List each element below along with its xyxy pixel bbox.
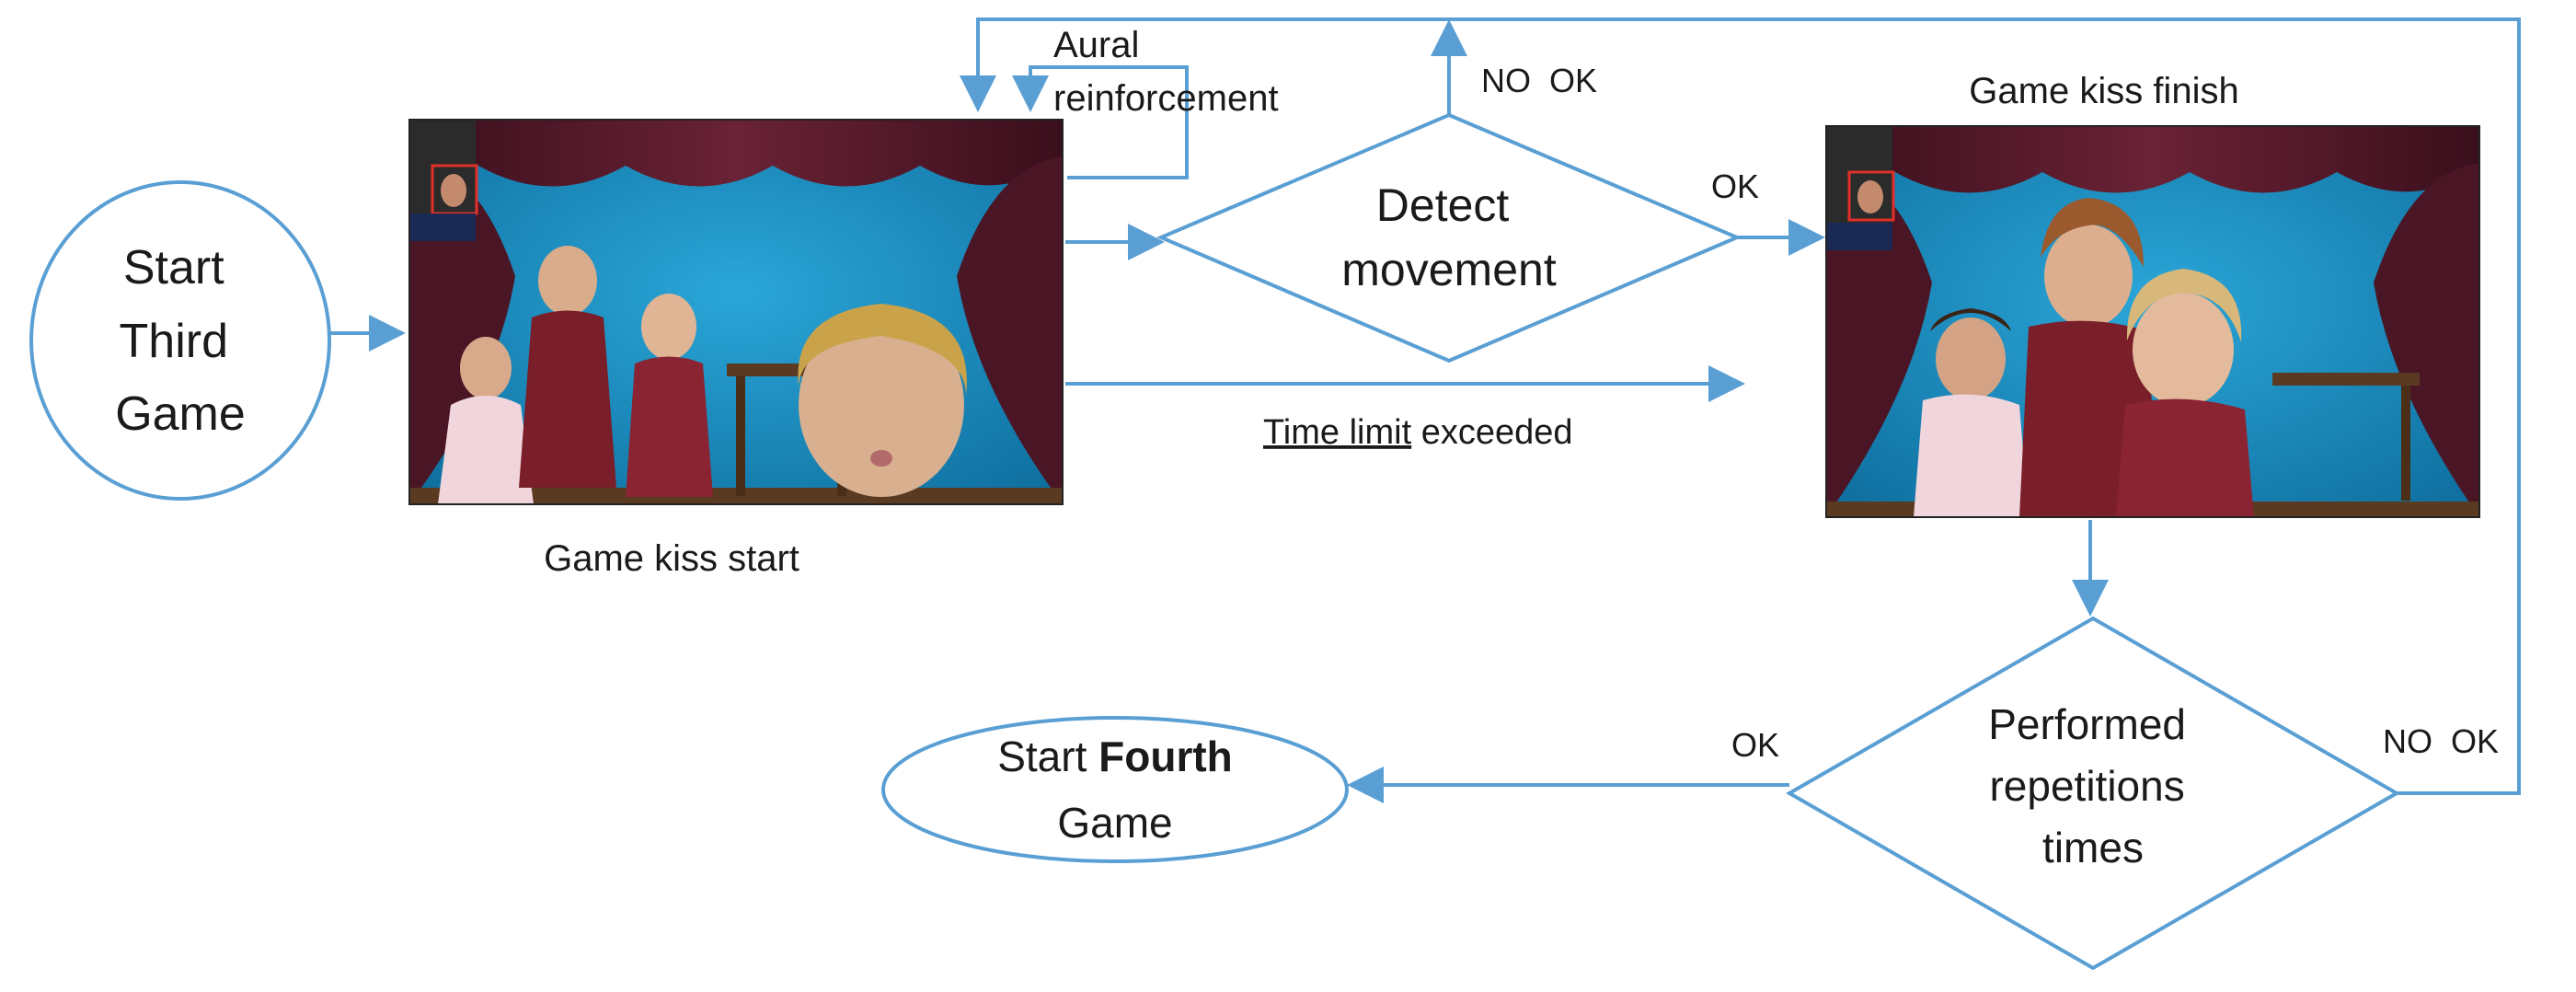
start-third-line-3: Game xyxy=(115,387,246,441)
start-fourth-bold: Fourth xyxy=(1098,732,1233,780)
start-fourth-line-2: Game xyxy=(1057,799,1172,847)
start-third-line-2: Third xyxy=(120,315,228,368)
game-kiss-start-image xyxy=(409,120,1063,504)
performed-no-ok-label: NO OK xyxy=(2383,722,2499,760)
detect-ok-label: OK xyxy=(1711,167,1759,205)
svg-text:Start Third Game: Start Third Game xyxy=(115,241,246,441)
game-kiss-finish-frame xyxy=(1825,125,2480,518)
performed-line-2: repetitions xyxy=(1989,762,2184,810)
connectors xyxy=(324,17,2521,803)
aural-label-line-2: reinforcement xyxy=(1053,78,1279,119)
svg-text:Time limit exceeded: Time limit exceeded xyxy=(1263,413,1573,452)
game-kiss-finish-caption: Game kiss finish xyxy=(1969,71,2238,111)
performed-ok-label: OK xyxy=(1731,726,1779,764)
detect-no-ok-label: NO OK xyxy=(1481,62,1597,99)
performed-line-1: Performed xyxy=(1988,700,2186,748)
detect-line-2: movement xyxy=(1341,244,1557,295)
svg-text:Detect movement: Detect movement xyxy=(1341,179,1557,295)
detect-line-1: Detect xyxy=(1376,179,1510,231)
svg-text:Performed repetitions: Performed repetitions times xyxy=(1988,700,2198,871)
game-kiss-start-frame xyxy=(408,119,1064,505)
exceeded-label: exceeded xyxy=(1411,413,1572,452)
arrow-repeat-loop xyxy=(960,17,2521,795)
start-fourth-prefix: Start xyxy=(997,732,1098,780)
game-kiss-start-caption: Game kiss start xyxy=(544,538,799,579)
arrow-aural-loop xyxy=(1012,65,1189,179)
game-kiss-finish-image xyxy=(1826,126,2479,517)
start-fourth-game-node: Start Fourth Game xyxy=(881,716,1349,863)
start-third-game-node: Start Third Game xyxy=(29,180,331,501)
performed-repetitions-node: Performed repetitions times xyxy=(1785,616,2401,971)
start-third-line-1: Start xyxy=(123,241,224,294)
svg-text:Aural reinforcement: Aural reinforcement xyxy=(1053,25,1279,119)
performed-line-3: times xyxy=(2042,824,2144,871)
detect-movement-node: Detect movement xyxy=(1156,112,1742,363)
svg-text:Start Fourth: Start Fourth xyxy=(997,732,1233,780)
aural-label-line-1: Aural xyxy=(1053,25,1139,65)
time-limit-label: Time limit xyxy=(1263,413,1412,452)
